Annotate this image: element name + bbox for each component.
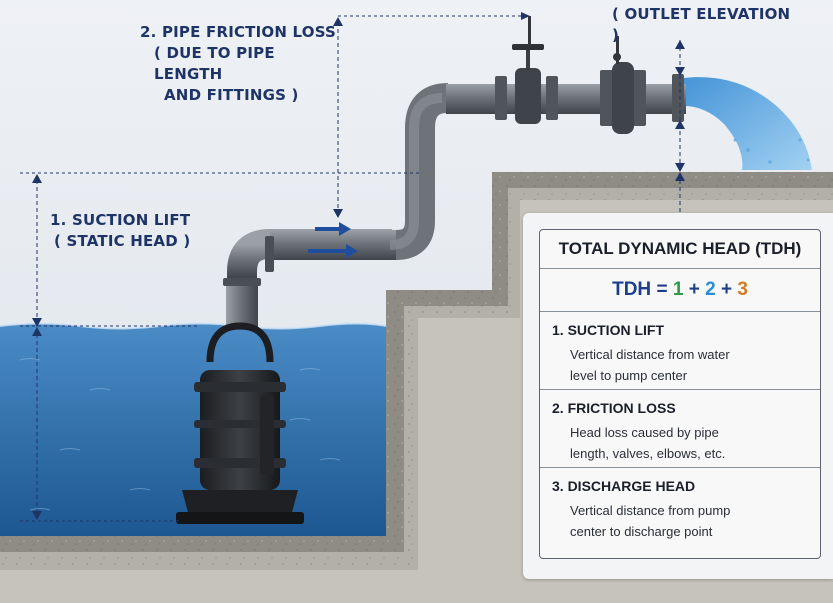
tdh-item-desc: Vertical distance from water level to pu…: [552, 344, 820, 386]
tdh-item-title: 3. DISCHARGE HEAD: [552, 478, 696, 494]
formula-equals: =: [656, 279, 668, 300]
submersible-pump: [176, 322, 304, 524]
tdh-info-panel: TOTAL DYNAMIC HEAD (TDH) TDH = 1 + 2 + 3…: [523, 213, 833, 579]
friction-label-line-2: ( DUE TO PIPE LENGTH: [154, 44, 275, 83]
tdh-formula: TDH = 1 + 2 + 3: [540, 269, 820, 312]
tdh-title: TOTAL DYNAMIC HEAD (TDH): [540, 230, 820, 269]
tdh-item-desc: Vertical distance from pump center to di…: [552, 500, 820, 542]
tdh-item-friction-loss: 2. FRICTION LOSS Head loss caused by pip…: [540, 390, 820, 468]
tdh-item-desc: Head loss caused by pipe length, valves,…: [552, 422, 820, 464]
suction-label-line-1: 1. SUCTION LIFT: [50, 211, 191, 229]
outlet-elevation-label: ( OUTLET ELEVATION ): [612, 5, 791, 44]
friction-label-line-1: 2. PIPE FRICTION LOSS: [140, 23, 337, 41]
formula-lhs: TDH: [612, 279, 652, 300]
tdh-item-desc-line: level to pump center: [570, 368, 688, 383]
water-basin: [0, 323, 386, 536]
friction-loss-label: 2. PIPE FRICTION LOSS ( DUE TO PIPE LENG…: [140, 22, 340, 106]
tdh-item-discharge-head: 3. DISCHARGE HEAD Vertical distance from…: [540, 468, 820, 546]
friction-label-line-3: AND FITTINGS ): [164, 86, 299, 104]
tdh-item-desc-line: Head loss caused by pipe: [570, 425, 719, 440]
formula-term-1: 1: [672, 279, 684, 300]
suction-lift-label: 1. SUCTION LIFT ( STATIC HEAD ): [50, 210, 200, 252]
formula-plus-2: +: [720, 279, 733, 300]
tdh-item-suction-lift: 1. SUCTION LIFT Vertical distance from w…: [540, 312, 820, 390]
suction-label-line-2: ( STATIC HEAD ): [54, 232, 191, 250]
tdh-item-title: 2. FRICTION LOSS: [552, 400, 676, 416]
flow-arrows: [308, 222, 358, 258]
tdh-item-title: 1. SUCTION LIFT: [552, 322, 664, 338]
tdh-item-desc-line: Vertical distance from pump: [570, 503, 731, 518]
tdh-item-desc-line: Vertical distance from water: [570, 347, 730, 362]
formula-term-3: 3: [737, 279, 748, 300]
tdh-info-box: TOTAL DYNAMIC HEAD (TDH) TDH = 1 + 2 + 3…: [539, 229, 821, 559]
tdh-item-desc-line: center to discharge point: [570, 524, 713, 539]
outlet-water-jet: [684, 77, 812, 170]
formula-term-2: 2: [705, 279, 716, 300]
discharge-pipe: [223, 16, 686, 328]
tdh-item-desc-line: length, valves, elbows, etc.: [570, 446, 726, 461]
formula-plus-1: +: [688, 279, 700, 300]
